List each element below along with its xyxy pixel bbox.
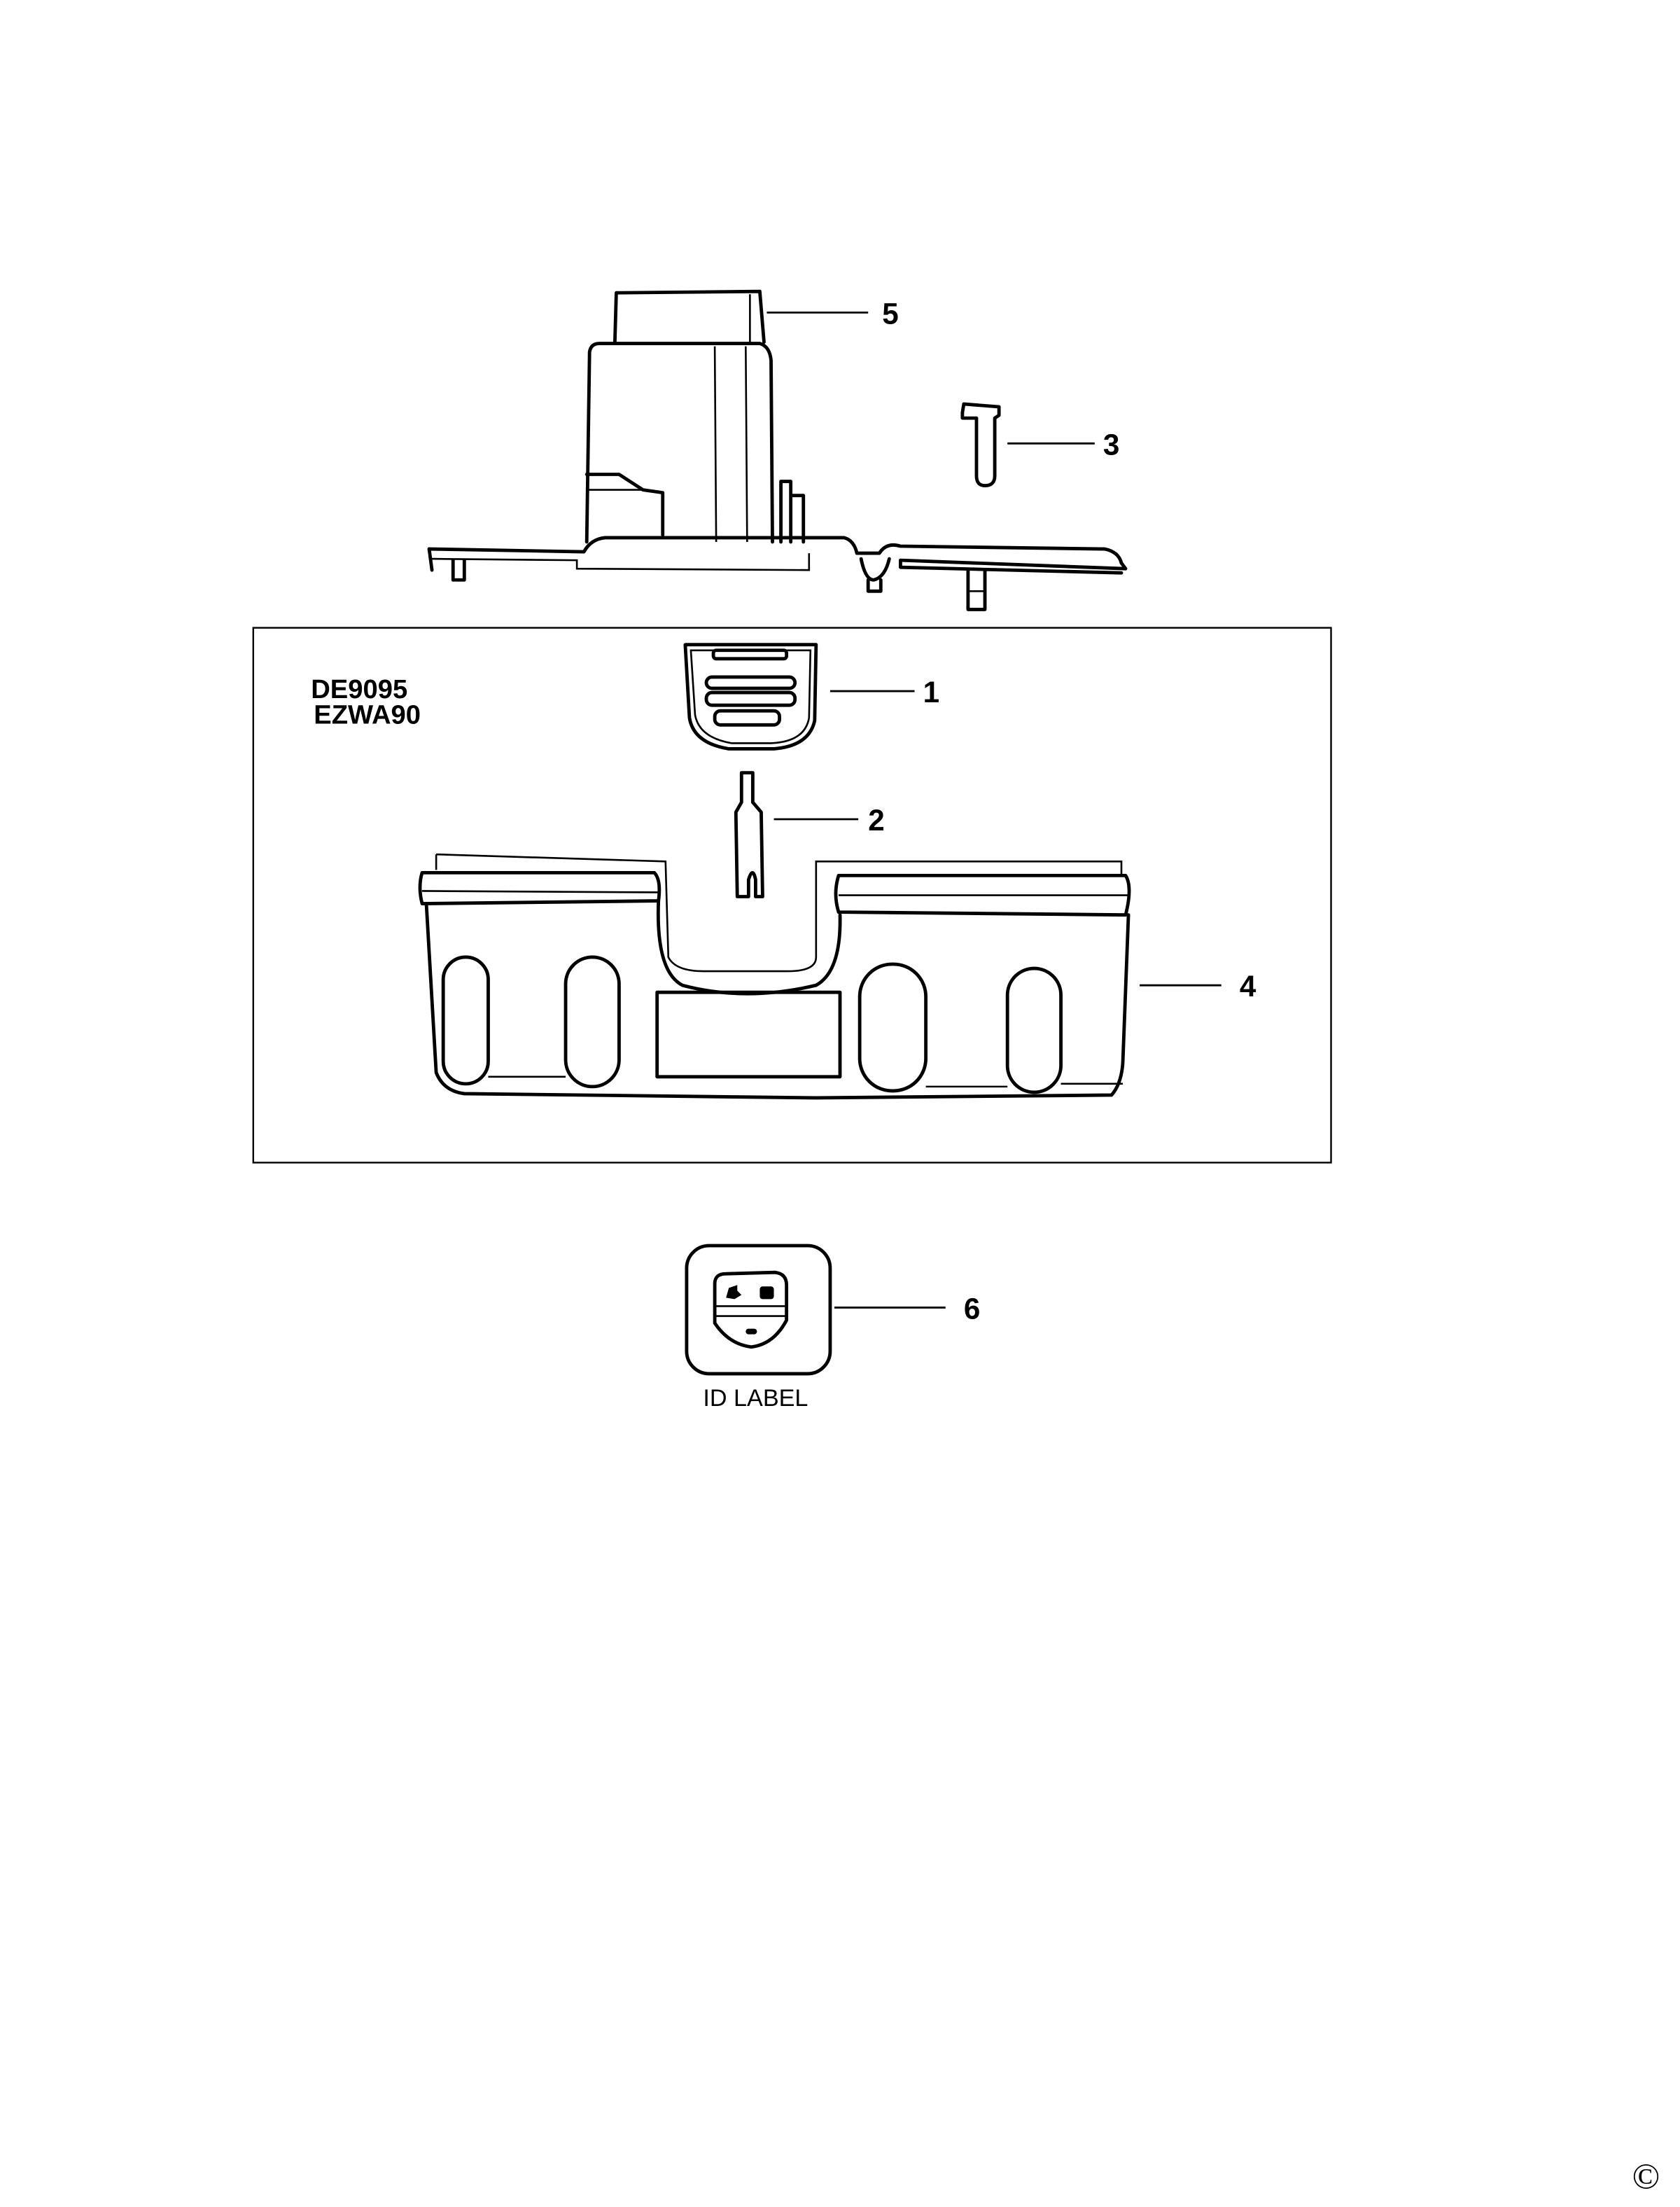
callout-label-3: 3 [1103, 428, 1119, 461]
part-6-id-label [685, 1244, 832, 1376]
callout-label-1: 1 [923, 676, 939, 709]
model-frame [252, 627, 1332, 1164]
callout-label-6: 6 [964, 1293, 980, 1325]
id-label-caption: ID LABEL [703, 1385, 808, 1412]
part-1-cover [683, 643, 818, 751]
part-5-housing [427, 289, 1128, 611]
callout-5: 5 [766, 297, 899, 330]
callout-label-4: 4 [1240, 970, 1256, 1003]
callout-label-5: 5 [882, 297, 898, 330]
callout-3: 3 [1007, 428, 1119, 461]
model-number-de9095: DE9095 [311, 674, 407, 704]
person-icon [726, 1285, 742, 1300]
callout-2: 2 [774, 804, 885, 837]
copyright-symbol: © [1632, 2157, 1660, 2197]
logo-mark-icon [746, 1328, 757, 1335]
model-number-ezwa90: EZWA90 [314, 699, 421, 730]
callout-6: 6 [834, 1293, 980, 1325]
battery-icon [760, 1286, 774, 1300]
callout-4: 4 [1140, 970, 1256, 1003]
part-3-screw [960, 402, 1001, 487]
part-2-clip [734, 771, 764, 898]
callout-label-2: 2 [868, 804, 884, 837]
callout-1: 1 [830, 676, 939, 709]
part-4-tray [418, 853, 1131, 1100]
